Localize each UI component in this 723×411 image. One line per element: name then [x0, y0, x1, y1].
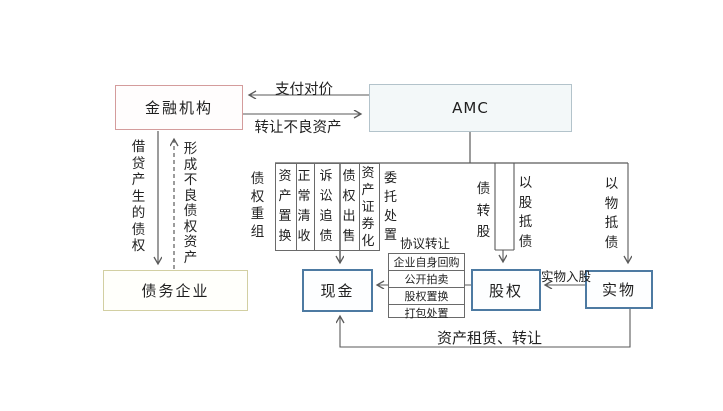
node-cash: 现金	[302, 269, 373, 312]
label-loan-generated-claims: 借贷产生的债权	[131, 139, 146, 254]
arrow-lease-transfer-path	[340, 309, 631, 348]
label-entrusted-disposal: 委托处置	[383, 171, 397, 243]
label-physical-investment: 实物入股	[541, 269, 592, 284]
label-claim-sale: 债权出售	[342, 169, 356, 244]
label-pay-consideration: 支付对价	[275, 82, 333, 98]
list-item: 打包处置	[404, 307, 449, 320]
list-item: 公开拍卖	[389, 271, 464, 288]
label-debt-to-equity: 债转股	[476, 181, 491, 240]
label-litigation-recovery: 诉讼追债	[319, 169, 333, 244]
node-amc: AMC	[369, 84, 572, 132]
label-asset-securitization: 资产证券化	[361, 166, 375, 249]
label-asset-lease-transfer: 资产租赁、转让	[437, 329, 543, 347]
label-equity-for-debt: 以股抵债	[518, 175, 533, 250]
disposal-table	[275, 163, 380, 251]
table-divider-2	[314, 164, 315, 250]
equity-disposal-methods-list: 企业自身回购 公开拍卖 股权置换 打包处置	[388, 253, 465, 320]
node-equity: 股权	[471, 269, 541, 311]
node-debtor-enterprise: 债务企业	[103, 270, 248, 311]
node-physical: 实物	[585, 270, 653, 309]
label-form-bad-claim-assets: 形成不良债权资产	[183, 141, 198, 266]
label-normal-collection: 正常清收	[297, 169, 311, 244]
label-transfer-bad-assets: 转让不良资产	[254, 120, 342, 136]
label-claim-restructuring: 债权重组	[250, 171, 265, 240]
table-divider-1	[296, 164, 297, 250]
table-divider-3	[359, 164, 360, 250]
list-item: 股权置换	[389, 288, 464, 305]
node-financial-institution: 金融机构	[115, 85, 243, 130]
label-goods-for-debt: 以物抵债	[604, 176, 619, 251]
label-asset-swap: 资产置换	[278, 169, 292, 244]
list-item: 企业自身回购	[389, 254, 464, 271]
label-agreement-transfer: 协议转让	[400, 236, 451, 251]
